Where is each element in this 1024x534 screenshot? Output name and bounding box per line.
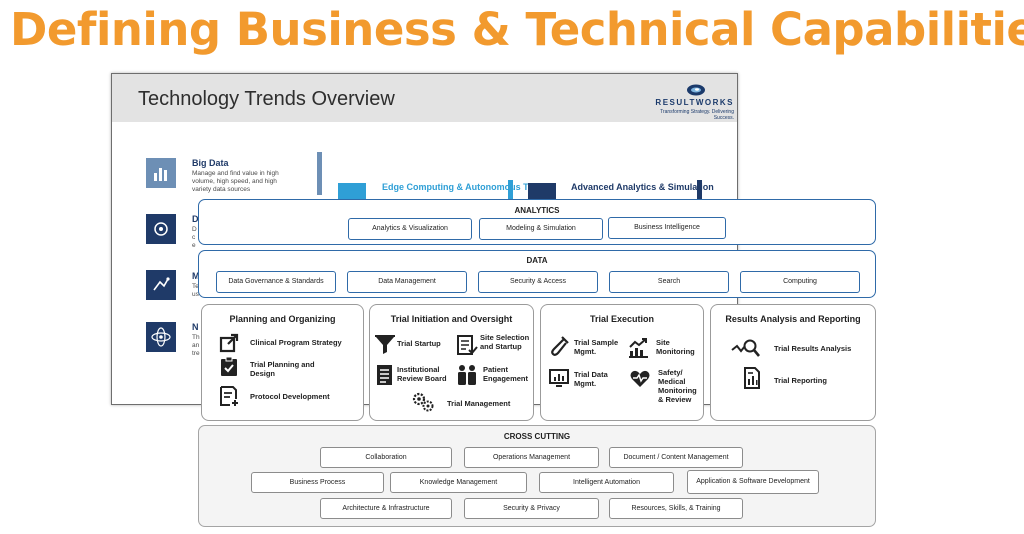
trend-chart-icon (627, 337, 649, 359)
monitor-chart-icon (548, 367, 570, 389)
external-link-icon (218, 332, 240, 354)
document-add-icon (218, 385, 240, 407)
bar-chart-icon (146, 158, 176, 188)
trend-title-advanced-analytics: Advanced Analytics & Simulation (571, 182, 714, 192)
trend-title-big-data: Big Data (192, 158, 229, 168)
capability-box: Data Management (347, 271, 467, 293)
lane-item: Site Selection and Startup (480, 333, 530, 351)
lane-title: Trial Initiation and Oversight (390, 314, 513, 324)
lane-item: Trial Sample Mgmt. (574, 338, 619, 356)
slide-title: Technology Trends Overview (138, 88, 395, 110)
capability-box: Computing (740, 271, 860, 293)
trend-title-fragment: M (192, 271, 200, 281)
lane-item: Clinical Program Strategy (250, 338, 342, 347)
lane-item: Safety/ Medical Monitoring & Review (658, 368, 697, 404)
lane-item: Trial Planning and Design (250, 360, 315, 378)
slide-header (112, 74, 737, 122)
lane-trial-execution: Trial Execution Trial Sample Mgmt. Site … (540, 304, 704, 421)
analytics-label: ANALYTICS (514, 206, 560, 215)
trend-text-fragment: e (192, 242, 196, 249)
capability-box: Business Process (251, 472, 384, 493)
capability-box: Security & Access (478, 271, 598, 293)
trend-text-fragment: D (192, 226, 197, 233)
edge-icon (338, 183, 366, 201)
trend-text-fragment: us (192, 291, 199, 298)
trend-text-fragment: c (192, 234, 196, 241)
cross-cutting-section: CROSS CUTTING Collaboration Operations M… (198, 425, 876, 527)
lane-item: Trial Results Analysis (774, 344, 852, 353)
lane-planning-organizing: Planning and Organizing Clinical Program… (201, 304, 364, 421)
trend-text-fragment: an (192, 342, 200, 349)
trend-desc-big-data: Manage and find value in high volume, hi… (192, 170, 279, 193)
capability-box: Operations Management (464, 447, 599, 468)
lane-item: Protocol Development (250, 392, 330, 401)
capability-box: Document / Content Management (609, 447, 743, 468)
logo-swirl-icon (687, 84, 705, 96)
robot-hand-icon (146, 270, 176, 300)
gears-icon (412, 391, 434, 413)
capability-box: Modeling & Simulation (479, 218, 603, 240)
analytics-icon (528, 183, 556, 201)
lane-title: Planning and Organizing (229, 314, 336, 324)
capability-box: Architecture & Infrastructure (320, 498, 452, 519)
lane-trial-initiation-oversight: Trial Initiation and Oversight Trial Sta… (369, 304, 534, 421)
clipboard-check-icon (218, 356, 240, 378)
lane-item: Trial Startup (397, 339, 441, 348)
capability-box: Knowledge Management (390, 472, 527, 493)
network-icon (146, 214, 176, 244)
capability-box: Security & Privacy (464, 498, 599, 519)
capability-box: Intelligent Automation (539, 472, 674, 493)
main-title: Defining Business & Technical Capabiliti… (10, 3, 1024, 56)
divider-bar (697, 180, 702, 202)
lane-item: Trial Management (447, 399, 511, 408)
divider-bar (508, 180, 513, 202)
magnify-chart-icon (731, 337, 761, 359)
cross-cutting-label: CROSS CUTTING (503, 432, 571, 441)
report-icon (741, 367, 763, 389)
divider-bar (317, 152, 322, 195)
data-section: DATA Data Governance & Standards Data Ma… (198, 250, 876, 298)
test-tube-icon (548, 335, 570, 357)
heart-pulse-icon (629, 367, 651, 389)
lane-item: Site Monitoring (656, 338, 695, 356)
capability-box: Collaboration (320, 447, 452, 468)
lane-item: Patient Engagement (483, 365, 529, 383)
trend-title-fragment: D (192, 214, 199, 224)
capability-box: Search (609, 271, 729, 293)
lane-item: Institutional Review Board (397, 365, 447, 383)
lane-title: Results Analysis and Reporting (725, 314, 861, 324)
logo-name: RESULTWORKS (655, 98, 734, 107)
capability-box: Resources, Skills, & Training (609, 498, 743, 519)
trend-title-fragment: N (192, 322, 199, 332)
lane-title: Trial Execution (589, 314, 655, 324)
trend-text-fragment: Te (192, 283, 199, 290)
funnel-icon (374, 334, 396, 356)
trend-text-fragment: Th (192, 334, 200, 341)
trend-text-fragment: tre (192, 350, 200, 357)
capability-box: Application & Software Development (687, 470, 819, 494)
lane-results-analysis-reporting: Results Analysis and Reporting Trial Res… (710, 304, 876, 421)
capability-box: Data Governance & Standards (216, 271, 336, 293)
document-list-icon (374, 364, 396, 386)
capability-box: Analytics & Visualization (348, 218, 472, 240)
lane-item: Trial Reporting (774, 376, 827, 385)
analytics-section: ANALYTICS Analytics & Visualization Mode… (198, 199, 876, 245)
resultworks-logo: RESULTWORKS Transforming Strategy. Deliv… (652, 83, 734, 121)
trend-title-edge: Edge Computing & Autonomous Things (382, 182, 553, 192)
lane-item: Trial Data Mgmt. (574, 370, 608, 388)
checklist-icon (456, 334, 478, 356)
capability-box: Business Intelligence (608, 217, 726, 239)
atom-icon (146, 322, 176, 352)
people-icon (456, 364, 478, 386)
data-label: DATA (526, 256, 548, 265)
logo-tagline: Transforming Strategy. Delivering Succes… (660, 109, 734, 121)
